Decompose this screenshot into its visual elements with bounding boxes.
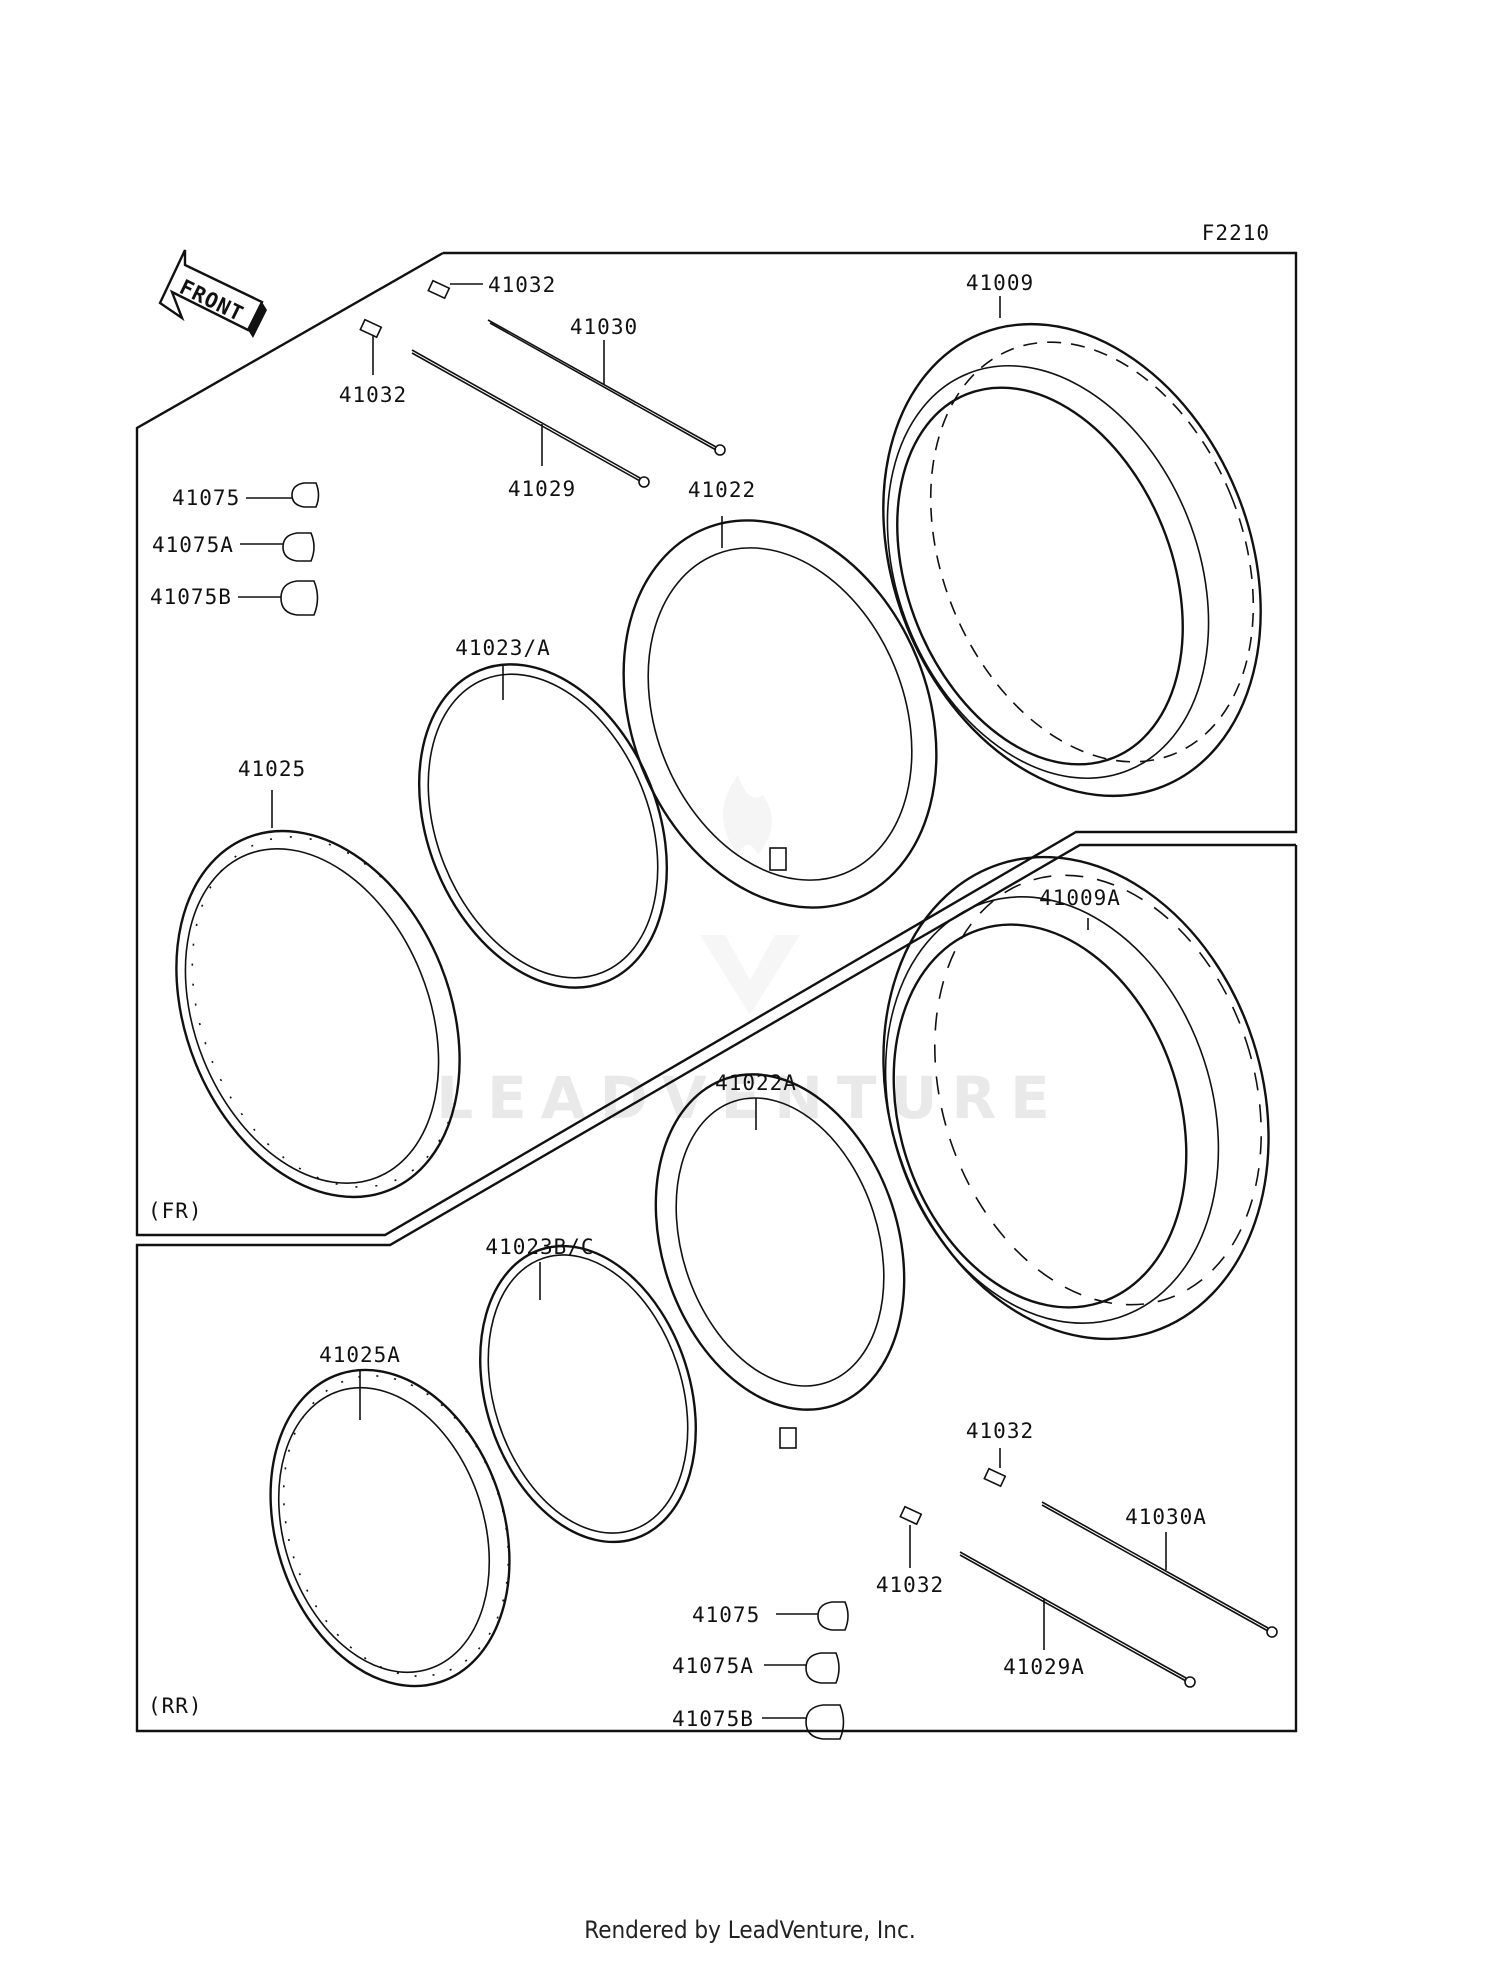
- front-label: FRONT: [176, 275, 248, 326]
- spoke-part: [411, 349, 650, 488]
- label-41075b-rear: 41075B: [672, 1707, 754, 1731]
- figure-code: F2210: [1202, 221, 1270, 245]
- balance-weight-part: [776, 1601, 849, 1631]
- label-41009a: 41009A: [1039, 886, 1121, 910]
- balance-weight-part: [764, 1652, 840, 1684]
- inner-tube-part: [622, 516, 938, 909]
- section-label-rear: (RR): [148, 1694, 203, 1718]
- label-41032-a: 41032: [488, 273, 556, 297]
- front-section-border: [135, 251, 1298, 1237]
- rim-band-part: [417, 663, 669, 989]
- balance-weight-part: [240, 532, 315, 562]
- label-41022: 41022: [688, 478, 756, 502]
- label-41030: 41030: [570, 315, 638, 339]
- label-41032-b: 41032: [339, 383, 407, 407]
- label-41075b: 41075B: [150, 585, 232, 609]
- label-41032-d: 41032: [876, 1573, 944, 1597]
- rim-band-part: [479, 1244, 697, 1544]
- spoke-part: [1041, 1501, 1278, 1638]
- label-41023bc: 41023B/C: [485, 1235, 594, 1259]
- watermark-logo: [700, 775, 800, 1015]
- label-41023a: 41023/A: [455, 636, 551, 660]
- label-41029a: 41029A: [1003, 1655, 1085, 1679]
- rim-part: [175, 790, 461, 1199]
- spoke-part: [959, 1551, 1196, 1688]
- inner-tube-part: [654, 1073, 906, 1449]
- tire-part: [882, 855, 1270, 1341]
- balance-weight-part: [246, 482, 320, 508]
- front-arrow-icon: FRONT: [158, 249, 267, 338]
- label-41029: 41029: [508, 477, 576, 501]
- label-41030a: 41030A: [1125, 1505, 1207, 1529]
- balance-weight-part: [238, 580, 319, 616]
- footer-credit: Rendered by LeadVenture, Inc.: [584, 1916, 916, 1944]
- label-41075a: 41075A: [152, 533, 234, 557]
- section-label-front: (FR): [148, 1199, 203, 1223]
- tire-part: [882, 296, 1262, 798]
- label-41022a: 41022A: [715, 1071, 797, 1095]
- spoke-part: [487, 319, 726, 456]
- rear-section-border: [135, 843, 1298, 1733]
- label-41075: 41075: [172, 486, 240, 510]
- label-41075a-rear: 41075A: [672, 1654, 754, 1678]
- rim-part: [269, 1368, 511, 1688]
- label-41075-rear: 41075: [692, 1603, 760, 1627]
- nipple-part: [899, 1505, 923, 1568]
- nipple-part: [427, 279, 483, 300]
- label-41032-c: 41032: [966, 1419, 1034, 1443]
- nipple-part: [983, 1448, 1007, 1488]
- nipple-part: [359, 318, 383, 375]
- balance-weight-part: [762, 1704, 845, 1740]
- label-41009: 41009: [966, 271, 1034, 295]
- label-41025: 41025: [238, 757, 306, 781]
- label-41025a: 41025A: [319, 1343, 401, 1367]
